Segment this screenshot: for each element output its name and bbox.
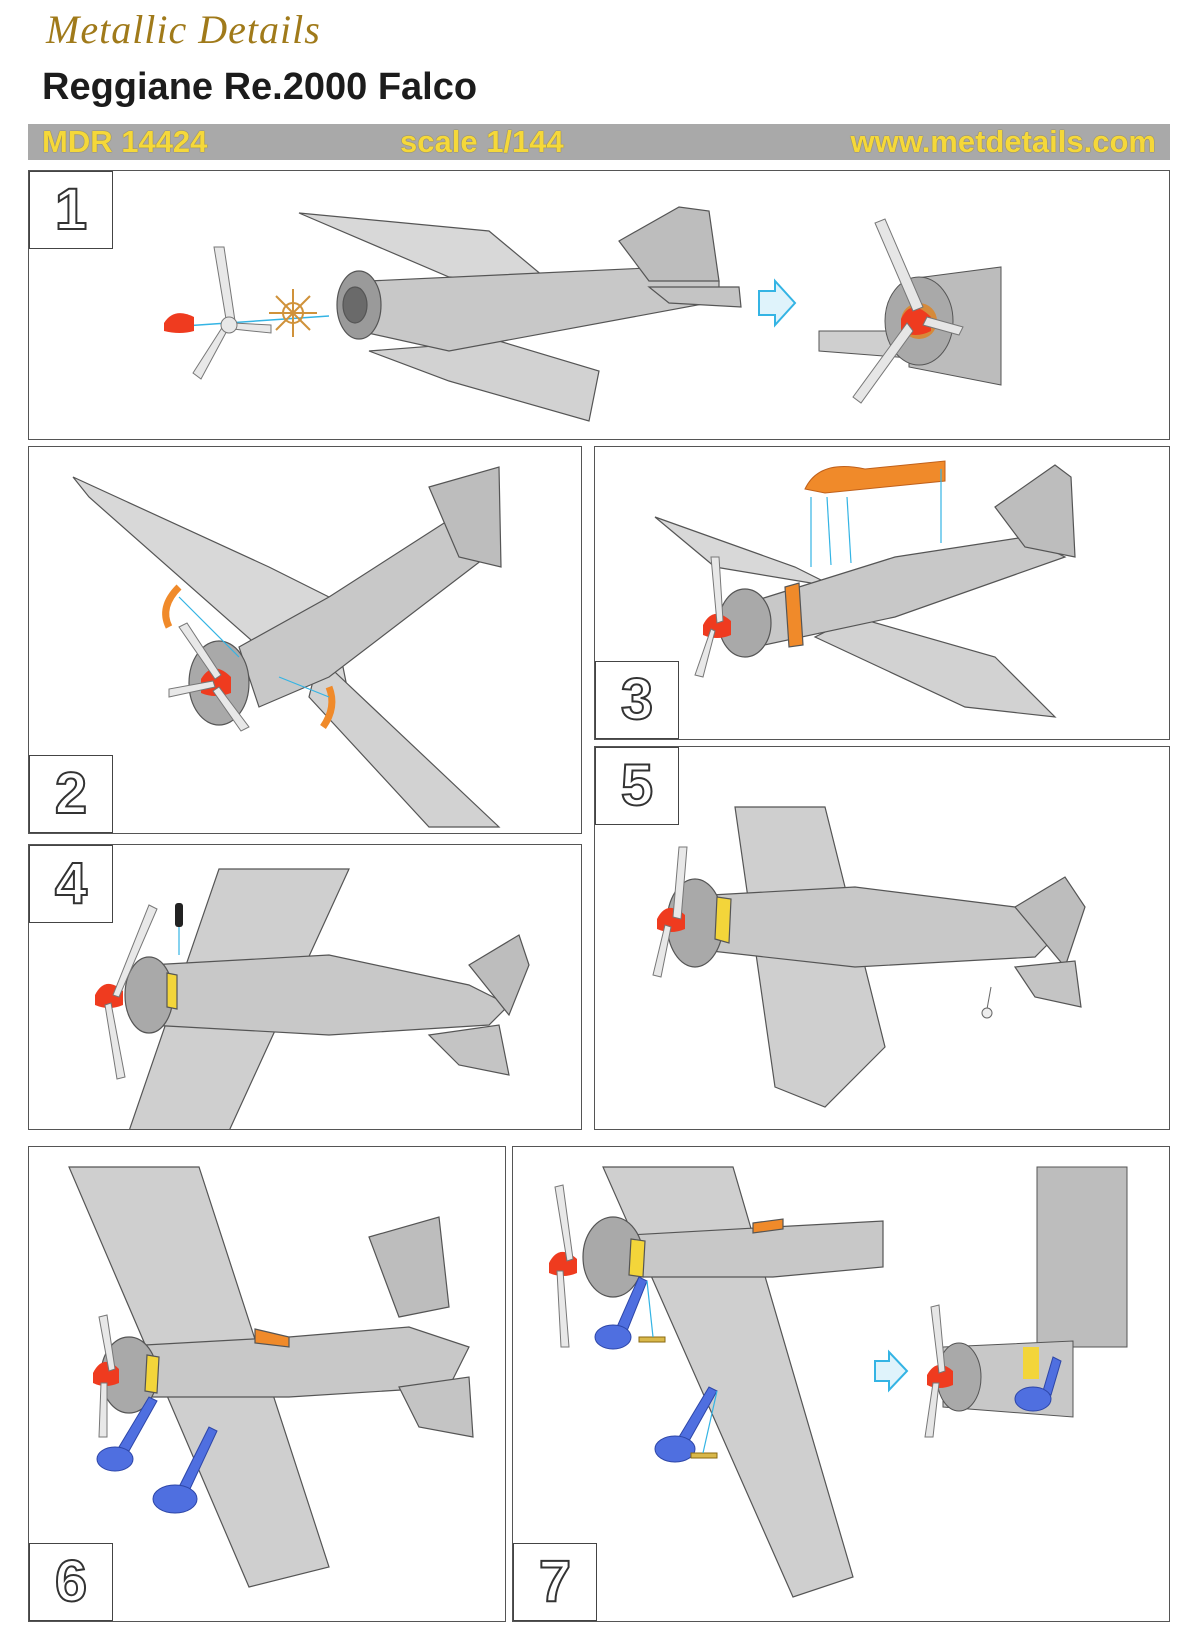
model-title: Reggiane Re.2000 Falco	[42, 66, 477, 109]
brand-logo-text: Metallic Details	[46, 6, 321, 53]
pe-cowling-ring	[269, 289, 317, 337]
step-5-illustration	[595, 747, 1170, 1130]
step-4-illustration	[29, 845, 582, 1130]
step-3-illustration	[595, 447, 1170, 740]
step-6-illustration	[29, 1147, 506, 1622]
aircraft-underside-view	[583, 1167, 883, 1597]
step-4-panel: 4	[28, 844, 582, 1130]
canopy-part	[805, 461, 945, 493]
aircraft-underside-view	[125, 869, 529, 1130]
exhaust-part	[175, 903, 183, 927]
tail-wheel-part	[982, 987, 992, 1018]
aircraft-top-view	[73, 467, 501, 827]
step-2-panel: 2	[28, 446, 582, 834]
next-arrow-icon	[875, 1352, 907, 1390]
info-bar: MDR 14424 scale 1/144 www.metdetails.com	[28, 124, 1170, 160]
result-detail-view	[819, 219, 1001, 403]
step-6-panel: 6	[28, 1146, 506, 1622]
aircraft-underside-view	[667, 807, 1085, 1107]
propeller-part	[193, 247, 271, 379]
website-url: www.metdetails.com	[851, 124, 1157, 160]
step-1-illustration	[29, 171, 1170, 440]
next-arrow-icon	[759, 281, 795, 325]
spinner-part	[164, 313, 194, 333]
step-3-panel: 3	[594, 446, 1170, 740]
step-5-panel: 5	[594, 746, 1170, 1130]
step-2-illustration	[29, 447, 582, 834]
step-1-panel: 1	[28, 170, 1170, 440]
kit-scale: scale 1/144	[400, 124, 564, 160]
step-7-panel: 7	[512, 1146, 1170, 1622]
kit-code: MDR 14424	[42, 124, 207, 160]
step-7-illustration	[513, 1147, 1170, 1622]
aircraft-fuselage	[299, 207, 741, 421]
aircraft-underside-view	[69, 1167, 473, 1587]
result-detail-view	[925, 1167, 1127, 1437]
